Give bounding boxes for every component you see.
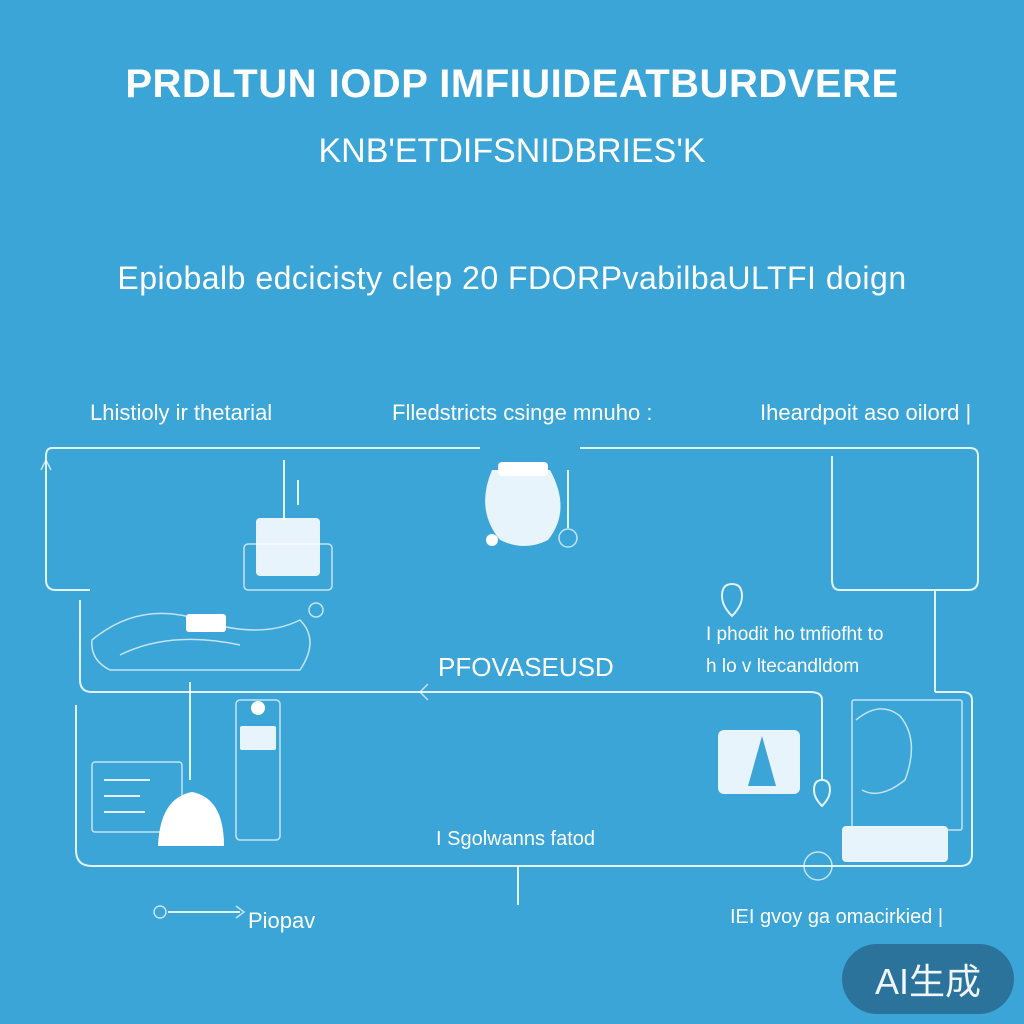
printer-illustration [91, 460, 333, 671]
bottom-left-node [153, 905, 167, 919]
location-pins [720, 582, 833, 881]
top-left-arrow [40, 459, 52, 471]
screen-illustration [91, 682, 281, 846]
top-flow-frame [45, 447, 979, 591]
label-top-left: Lhistioly ir thetarial [90, 400, 273, 425]
label-bottom-left: Piopav [248, 908, 316, 933]
ai-generated-badge: AI生成 [842, 944, 1014, 1014]
label-right-note-1: I phodit ho tmfiofht to [706, 624, 884, 645]
label-bottom-right: IEI gvoy ga omacirkied | [730, 906, 944, 928]
diagram-subtitle: Epiobalb edcicisty clep 20 FDORPvabilbaU… [117, 260, 907, 296]
kettle-illustration [485, 462, 578, 548]
bottom-flow-frame [75, 691, 973, 867]
diagram-title: PRDLTUN IODP IMFIUIDEATBURDVERE [125, 62, 899, 106]
label-top-center: Flledstricts csinge mnuho : [392, 400, 653, 425]
photo-illustration [718, 699, 963, 862]
label-top-right: Iheardpoit aso oilord | [760, 400, 972, 425]
middle-arrow [418, 683, 429, 701]
bottom-left-arrow-head [235, 905, 246, 919]
label-bottom-center: I Sgolwanns fatod [436, 828, 595, 850]
label-right-note-2: h lo v ltecandldom [706, 656, 860, 677]
label-middle: PFOVASEUSD [438, 652, 614, 682]
diagram-title-line2: KNB'ETDIFSNIDBRIES'K [318, 132, 706, 170]
middle-flow-line [79, 600, 823, 780]
